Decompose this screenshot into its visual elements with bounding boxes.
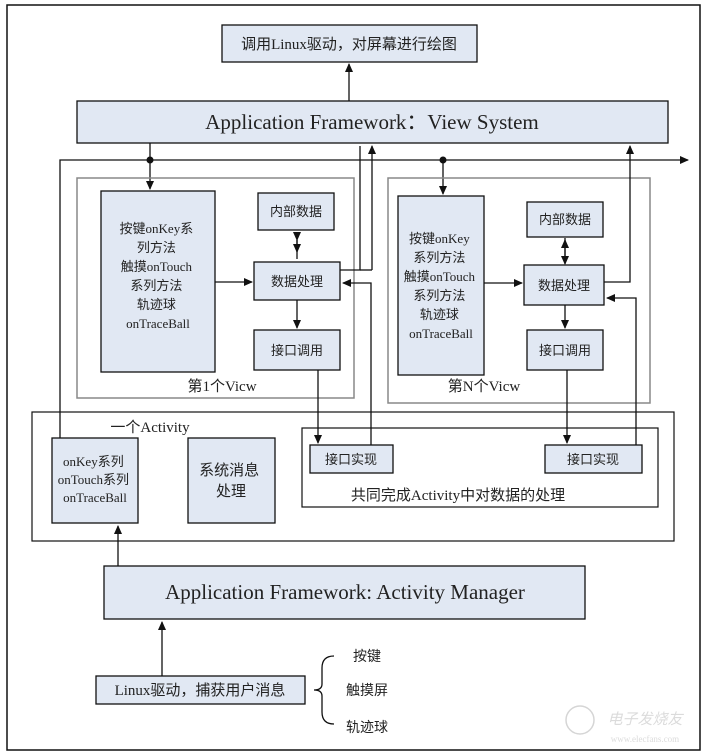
viewN-methods-text: 按键onKey 系列方法 触摸onTouch 系列方法 轨迹球 onTraceB… bbox=[404, 231, 479, 341]
dispatch-bus-line bbox=[59, 156, 689, 438]
system-message-box bbox=[187, 437, 276, 524]
activity-callbacks-box bbox=[51, 437, 139, 524]
impl-group-label: 共同完成Activity中对数据的处理 bbox=[351, 487, 565, 504]
view1-up-line bbox=[340, 146, 361, 271]
activity-callbacks-text: onKey系列 onTouch系列 onTraceBall bbox=[58, 454, 133, 505]
screen-draw-label: 调用Linux驱动，对屏幕进行绘图 bbox=[241, 36, 457, 53]
view1-frame: 按键onKey系 列方法 触摸onTouch 系列方法 轨迹球 onTraceB… bbox=[76, 177, 355, 399]
input-key-label: 按键 bbox=[353, 649, 381, 665]
impl1-box bbox=[309, 444, 394, 474]
viewN-methods-box bbox=[397, 195, 485, 376]
viewN-data-processing-label: 数据处理 bbox=[538, 278, 590, 293]
view1-label: 第1个Vicw bbox=[187, 377, 256, 395]
svg-text:www.elecfans.com: www.elecfans.com bbox=[611, 734, 679, 744]
system-message-text: 系统消息 处理 bbox=[199, 462, 263, 500]
view1-data-processing-box bbox=[253, 261, 341, 301]
input-trackball-label: 轨迹球 bbox=[346, 720, 388, 736]
viewN-data-processing-box bbox=[523, 264, 605, 306]
linux-input-label: Linux驱动，捕获用户消息 bbox=[115, 682, 286, 699]
impl1-label: 接口实现 bbox=[325, 452, 377, 467]
linux-input-box: Linux驱动，捕获用户消息 bbox=[95, 675, 306, 705]
implN-label: 接口实现 bbox=[567, 452, 619, 467]
viewN-internal-data-box bbox=[526, 201, 604, 238]
viewN-frame: 按键onKey 系列方法 触摸onTouch 系列方法 轨迹球 onTraceB… bbox=[387, 177, 651, 404]
activity-label: 一个Activity bbox=[110, 419, 190, 436]
outer-frame bbox=[6, 4, 701, 751]
view-system-box: Application Framework：View System bbox=[76, 100, 669, 144]
view1-data-processing-label: 数据处理 bbox=[271, 274, 323, 289]
watermark-logo: 电子发烧友 www.elecfans.com bbox=[565, 705, 684, 744]
viewN-to-viewsystem-arrow bbox=[604, 145, 634, 283]
viewN-internal-data-label: 内部数据 bbox=[539, 212, 591, 227]
screen-draw-box: 调用Linux驱动，对屏幕进行绘图 bbox=[221, 24, 478, 63]
impl1-return-arrow bbox=[342, 279, 372, 445]
activity-manager-label: Application Framework: Activity Manager bbox=[165, 580, 525, 604]
svg-text:电子发烧友: 电子发烧友 bbox=[607, 711, 684, 728]
implN-return-arrow bbox=[606, 294, 637, 445]
view1-internal-data-label: 内部数据 bbox=[270, 204, 322, 219]
implN-box bbox=[544, 444, 643, 474]
viewN-interface-call-box bbox=[526, 329, 604, 371]
viewN-label: 第N个Vicw bbox=[448, 377, 521, 395]
view1-interface-call-box bbox=[253, 329, 341, 371]
view1-interface-call-label: 接口调用 bbox=[271, 343, 323, 358]
view1-methods-box bbox=[100, 190, 216, 373]
brace-icon bbox=[313, 655, 335, 725]
activity-frame: 一个Activity onKey系列 onTouch系列 onTraceBall… bbox=[31, 411, 675, 542]
impl-group-frame bbox=[301, 427, 659, 508]
activity-manager-box: Application Framework: Activity Manager bbox=[103, 565, 586, 620]
input-touch-label: 触摸屏 bbox=[346, 683, 388, 699]
view-system-label: Application Framework：View System bbox=[205, 110, 539, 134]
view1-internal-data-box bbox=[257, 192, 335, 231]
viewN-interface-call-label: 接口调用 bbox=[539, 343, 591, 358]
view1-methods-text: 按键onKey系 列方法 触摸onTouch 系列方法 轨迹球 onTraceB… bbox=[120, 221, 197, 331]
